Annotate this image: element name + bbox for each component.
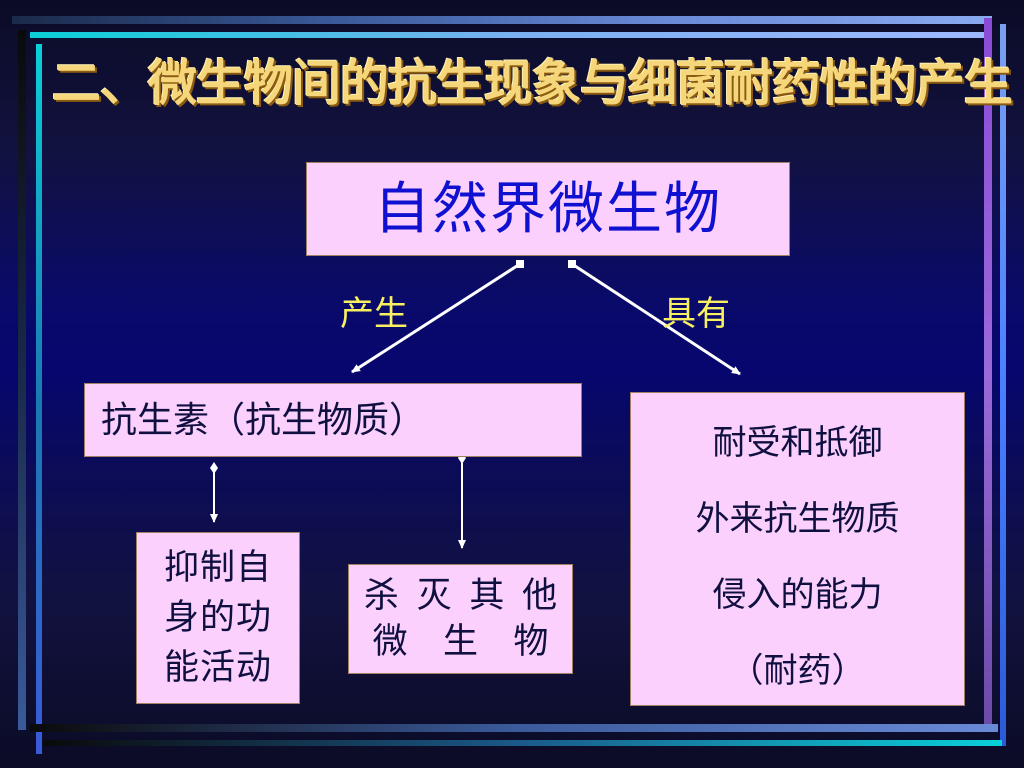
kill-line-2: 微 生 物	[349, 619, 572, 665]
frame-bar-left-inner	[36, 44, 42, 754]
arrow-antibiotic-to-inhibit-tail	[210, 462, 218, 474]
frame-bar-left-outer	[18, 30, 26, 730]
frame-bar-top-outer	[12, 16, 992, 24]
edge-label-produce: 产生	[340, 294, 408, 334]
resistance-line: （耐药）	[729, 651, 866, 691]
frame-bar-right-outer	[1000, 24, 1006, 746]
arrow-root-to-resistance	[571, 262, 741, 376]
kill-char: 杀	[363, 576, 399, 616]
kill-line-1: 杀 灭 其 他	[349, 573, 572, 619]
resistance-line: 侵入的能力	[712, 575, 883, 615]
resistance-line: 耐受和抵御	[712, 423, 883, 463]
frame-bar-top-inner	[30, 32, 990, 38]
kill-char: 他	[522, 576, 558, 616]
kill-char: 微	[372, 622, 408, 662]
frame-bar-bottom-inner	[44, 740, 1002, 746]
kill-char: 其	[469, 576, 505, 616]
resistance-line: 外来抗生物质	[695, 499, 900, 539]
node-inhibit-self: 抑制自 身的功 能活动	[136, 532, 300, 704]
arrow-root-to-resistance-tail	[568, 260, 576, 268]
kill-char: 物	[513, 622, 549, 662]
frame-bar-bottom-outer	[30, 724, 998, 732]
kill-char: 生	[442, 622, 478, 662]
node-antibiotic: 抗生素（抗生物质）	[84, 383, 582, 457]
node-natural-microbes: 自然界微生物	[306, 162, 790, 256]
edge-label-have: 具有	[662, 294, 730, 334]
inhibit-line: 抑制自	[163, 548, 272, 588]
inhibit-line: 身的功	[163, 598, 272, 638]
arrow-root-to-antibiotic-tail	[516, 260, 524, 268]
kill-char: 灭	[416, 576, 452, 616]
inhibit-line: 能活动	[163, 648, 272, 688]
frame-bar-right-inner	[984, 18, 992, 732]
arrow-root-to-antibiotic	[351, 262, 521, 374]
node-kill-other-microbes: 杀 灭 其 他 微 生 物	[348, 564, 573, 674]
node-drug-resistance: 耐受和抵御 外来抗生物质 侵入的能力 （耐药）	[630, 392, 965, 706]
slide-title: 二、微生物间的抗生现象与细菌耐药性的产生	[52, 55, 1013, 112]
